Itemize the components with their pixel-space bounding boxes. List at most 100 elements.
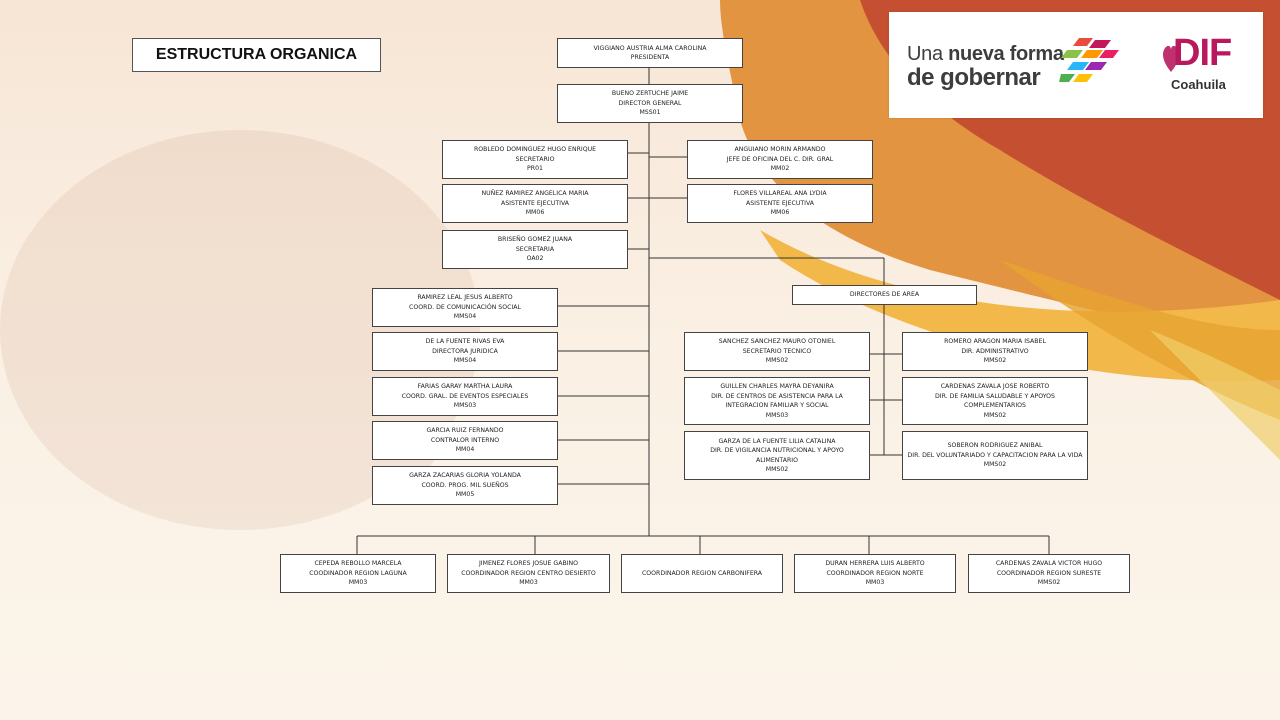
- node-line: CARDENAS ZAVALA VICTOR HUGO: [995, 560, 1103, 568]
- slogan-logo: Una nueva forma de gobernar: [907, 42, 1064, 90]
- page-title: ESTRUCTURA ORGANICA: [132, 38, 381, 72]
- node-line: MMS03: [765, 411, 789, 419]
- node-line: DIRECTORA JURIDICA: [432, 347, 498, 355]
- node-region-carbonifera: COORDINADOR REGION CARBONIFERA: [621, 554, 783, 593]
- node-line: MM03: [348, 579, 368, 587]
- node-directores-de-area: DIRECTORES DE AREA: [792, 285, 977, 305]
- node-line: SANCHEZ SANCHEZ MAURO OTONIEL: [718, 338, 836, 346]
- node-line: DIR. ADMINISTRATIVO: [961, 347, 1029, 355]
- logo-panel: Una nueva forma de gobernar DIF Coahuila: [889, 12, 1263, 118]
- colorful-tiles-icon: [1059, 38, 1119, 82]
- slogan-line2: de gobernar: [907, 64, 1041, 91]
- node-line: MM06: [770, 209, 790, 217]
- node-line: MMS04: [453, 357, 477, 365]
- node-line: SECRETARIA: [515, 245, 555, 253]
- node-line: GARZA DE LA FUENTE LILIA CATALINA: [718, 437, 836, 445]
- node-line: GARCIA RUIZ FERNANDO: [426, 427, 504, 435]
- node-presidenta: VIGGIANO AUSTRIA ALMA CAROLINA PRESIDENTA: [557, 38, 743, 68]
- node-line: MMS02: [983, 411, 1007, 419]
- node-line: MM03: [519, 579, 538, 587]
- node-line: DIR. DE FAMILIA SALUDABLE Y APOYOS COMPL…: [935, 392, 1055, 410]
- node-line: MMS02: [983, 357, 1007, 365]
- node-line: CEPEDA REBOLLO MARCELA: [314, 560, 402, 568]
- node-vigilancia-nutricional: GARZA DE LA FUENTE LILIA CATALINA DIR. DE…: [684, 431, 870, 480]
- node-line: ASISTENTE EJECUTIVA: [500, 199, 570, 207]
- node-line: SECRETARIO: [515, 155, 555, 163]
- node-line: DURAN HERRERA LUIS ALBERTO: [825, 560, 925, 568]
- node-line: BRISEÑO GOMEZ JUANA: [497, 236, 573, 244]
- node-line: MM04: [455, 446, 475, 454]
- slogan-bold: nueva forma: [948, 43, 1064, 65]
- node-line: FARIAS GARAY MARTHA LAURA: [417, 383, 513, 391]
- node-line: MMS02: [983, 461, 1007, 469]
- node-line: DIR. DE CENTROS DE ASISTENCIA PARA LA IN…: [711, 392, 843, 410]
- node-line: SECRETARIO TECNICO: [742, 347, 812, 355]
- node-line: COODINADOR REGION LAGUNA: [309, 569, 407, 577]
- node-line: DIRECTORES DE AREA: [849, 291, 920, 299]
- node-line: JEFE DE OFICINA DEL C. DIR. GRAL: [726, 155, 834, 163]
- node-line: NUÑEZ RAMIREZ ANGELICA MARIA: [481, 190, 589, 198]
- node-line: COORD. PROG. MIL SUEÑOS: [421, 481, 509, 489]
- node-line: VIGGIANO AUSTRIA ALMA CAROLINA: [593, 44, 707, 52]
- node-line: COORD. DE COMUNICACIÓN SOCIAL: [409, 303, 521, 311]
- coahuila-brand: Coahuila: [1171, 77, 1226, 92]
- node-line: ROBLEDO DOMINGUEZ HUGO ENRIQUE: [473, 146, 597, 154]
- node-line: ANGUIANO MORIN ARMANDO: [734, 146, 826, 154]
- node-line: GARZA ZACARIAS GLORIA YOLANDA: [409, 472, 521, 480]
- node-line: OA02: [526, 255, 544, 263]
- node-line: GUILLEN CHARLES MAYRA DEYANIRA: [720, 383, 834, 390]
- node-line: FLORES VILLAREAL ANA LYDIA: [733, 190, 827, 198]
- node-line: MSS01: [639, 109, 661, 117]
- node-line: MM05: [455, 491, 475, 499]
- node-line: MM03: [865, 579, 885, 587]
- node-line: DE LA FUENTE RIVAS EVA: [425, 338, 505, 346]
- node-line: ASISTENTE EJECUTIVA: [745, 199, 815, 207]
- node-line: PR01: [527, 165, 543, 173]
- node-line: DIR. DE VIGILANCIA NUTRICIONAL Y APOYO A…: [710, 447, 844, 464]
- node-line: MMS02: [765, 466, 789, 473]
- node-line: MMS02: [1037, 579, 1061, 587]
- dif-heart-icon: [1163, 45, 1179, 72]
- node-centros-asistencia: GUILLEN CHARLES MAYRA DEYANIRA DIR. DE CE…: [684, 377, 870, 425]
- node-line: RAMIREZ LEAL JESUS ALBERTO: [417, 294, 513, 302]
- node-line: CARDENAS ZAVALA JOSE ROBERTO: [940, 383, 1050, 390]
- node-line: MMS03: [453, 402, 477, 410]
- node-line: DIRECTOR GENERAL: [618, 99, 682, 107]
- node-line: MM02: [770, 165, 790, 173]
- node-line: JIMENEZ FLORES JOSUE GABINO: [478, 560, 579, 568]
- node-line: BUENO ZERTUCHE JAIME: [611, 90, 689, 98]
- node-line: COORDINADOR REGION CARBONIFERA: [641, 569, 763, 577]
- node-line: COORDINADOR REGION CENTRO DESIERTO: [461, 569, 596, 577]
- node-line: ROMERO ARAGON MARIA ISABEL: [944, 338, 1046, 346]
- node-line: MM06: [525, 209, 545, 217]
- slogan-prefix: Una: [907, 43, 943, 65]
- node-line: DIR. DEL VOLUNTARIADO Y CAPACITACION PAR…: [907, 451, 1083, 459]
- node-line: COORDINADOR REGION NORTE: [826, 569, 924, 577]
- node-line: SOBERON RODRIGUEZ ANIBAL: [947, 442, 1043, 450]
- node-line: COORD. GRAL. DE EVENTOS ESPECIALES: [401, 392, 529, 400]
- dif-brand: DIF: [1173, 32, 1232, 74]
- node-line: CONTRALOR INTERNO: [430, 436, 500, 444]
- node-line: PRESIDENTA: [630, 54, 670, 61]
- node-line: COORDINADOR REGION SURESTE: [996, 569, 1102, 577]
- node-line: MMS02: [765, 357, 789, 365]
